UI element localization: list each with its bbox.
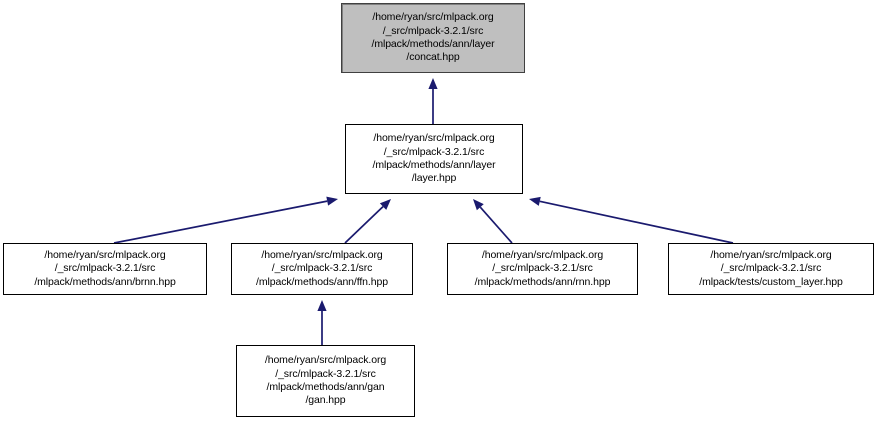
brnn-hpp-node-label-line-1: /home/ryan/src/mlpack.org [44,248,166,261]
layer-hpp-node-label-line-1: /home/ryan/src/mlpack.org [373,132,495,145]
rnn-hpp-node-label-line-2: /_src/mlpack-3.2.1/src [492,262,593,275]
edge-ffn-to-layer-shaft [344,205,384,244]
edge-gan-to-ffn-arrowhead [317,300,327,311]
gan-hpp-node-label-line-2: /_src/mlpack-3.2.1/src [275,367,376,380]
custom-layer-hpp-node-label-line-3: /mlpack/tests/custom_layer.hpp [699,275,843,288]
brnn-hpp-node-label-line-3: /mlpack/methods/ann/brnn.hpp [34,275,176,288]
edge-rnn-to-layer-arrowhead [473,199,484,211]
ffn-hpp-node-label-line-3: /mlpack/methods/ann/ffn.hpp [256,275,388,288]
layer-hpp-node-label-line-3: /mlpack/methods/ann/layer [372,159,496,171]
concat-hpp-node-label-line-3: /mlpack/methods/ann/layer [371,38,495,50]
gan-hpp-node[interactable]: /home/ryan/src/mlpack.org/_src/mlpack-3.… [236,345,415,417]
rnn-hpp-node-label-line-1: /home/ryan/src/mlpack.org [481,248,604,261]
gan-hpp-node-label-line-3: /mlpack/methods/ann/gan [266,381,385,393]
custom-layer-hpp-node-label-line-1: /home/ryan/src/mlpack.org [710,248,832,261]
layer-hpp-node-label-line-4: /layer.hpp [411,172,457,185]
layer-hpp-node[interactable]: /home/ryan/src/mlpack.org/_src/mlpack-3.… [345,124,523,194]
custom-layer-hpp-node-label-line-2: /_src/mlpack-3.2.1/src [720,262,822,275]
custom-layer-hpp-node[interactable]: /home/ryan/src/mlpack.org/_src/mlpack-3.… [668,243,874,295]
gan-hpp-node-label-line-4: /gan.hpp [305,394,346,407]
edge-ffn-to-layer-arrowhead [379,199,391,210]
concat-hpp-node[interactable]: /home/ryan/src/mlpack.org/_src/mlpack-3.… [341,3,525,73]
rnn-hpp-node[interactable]: /home/ryan/src/mlpack.org/_src/mlpack-3.… [447,243,638,295]
edge-rnn-to-layer-shaft [479,206,513,244]
ffn-hpp-node-label-line-1: /home/ryan/src/mlpack.org [261,248,383,261]
brnn-hpp-node-label-line-2: /_src/mlpack-3.2.1/src [54,262,156,275]
edge-brnn-to-layer-arrowhead [326,196,338,206]
edge-layer-to-concat-arrowhead [428,78,438,89]
concat-hpp-node-label-line-1: /home/ryan/src/mlpack.org [372,11,494,24]
concat-hpp-node-label-line-4: /concat.hpp [406,51,460,64]
edge-custom-layer-to-layer-arrowhead [529,196,541,206]
ffn-hpp-node[interactable]: /home/ryan/src/mlpack.org/_src/mlpack-3.… [231,243,413,295]
ffn-hpp-node-label-line-2: /_src/mlpack-3.2.1/src [271,262,373,275]
brnn-hpp-node[interactable]: /home/ryan/src/mlpack.org/_src/mlpack-3.… [3,243,207,295]
layer-hpp-node-label-line-2: /_src/mlpack-3.2.1/src [383,145,485,158]
edge-brnn-to-layer-shaft [113,200,328,244]
edge-custom-layer-to-layer-shaft [539,200,734,244]
gan-hpp-node-label-line-1: /home/ryan/src/mlpack.org [264,354,387,367]
rnn-hpp-node-label-line-3: /mlpack/methods/ann/rnn.hpp [474,275,611,288]
concat-hpp-node-label-line-2: /_src/mlpack-3.2.1/src [382,24,484,37]
